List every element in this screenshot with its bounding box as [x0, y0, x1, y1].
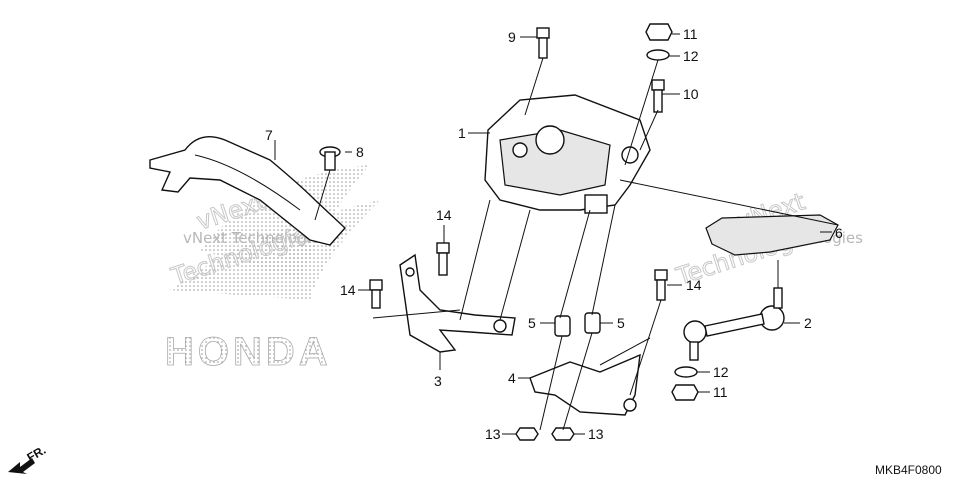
callout-14-left: 14 [340, 282, 356, 298]
part-13-nut-b [551, 427, 575, 441]
callout-4: 4 [508, 370, 516, 386]
callout-6: 6 [835, 225, 843, 241]
leader-lines [274, 33, 839, 435]
callout-7: 7 [265, 127, 273, 143]
callout-3: 3 [434, 373, 442, 389]
callout-5b: 5 [617, 315, 625, 331]
callout-8: 8 [356, 144, 364, 160]
callout-13-right: 13 [588, 426, 604, 442]
part-6-cover [705, 214, 839, 256]
part-3-bracket [399, 253, 516, 353]
part-1-main-unit [484, 94, 651, 214]
part-13-nut-a [515, 427, 539, 441]
callout-13-left: 13 [485, 426, 501, 442]
part-14-bolt-a [436, 242, 450, 276]
callout-11-bottom: 11 [713, 384, 728, 400]
callout-14-right: 14 [686, 277, 702, 293]
callout-11-top: 11 [683, 26, 698, 42]
part-5-spacer-b [584, 312, 601, 334]
front-arrow-icon [8, 458, 35, 474]
callout-5a: 5 [528, 315, 536, 331]
callout-2: 2 [804, 315, 812, 331]
part-9-bolt [536, 27, 550, 59]
callout-10: 10 [683, 86, 699, 102]
part-11-nut-top [645, 23, 673, 41]
part-12-washer-bottom [674, 366, 698, 378]
front-direction-indicator: FR. [8, 443, 48, 474]
diagram-code: MKB4F0800 [875, 463, 942, 477]
part-8-bolt [319, 146, 341, 171]
part-4-lower-bracket [529, 353, 641, 416]
part-14-bolt-c [654, 269, 668, 301]
callout-12-top: 12 [683, 48, 699, 64]
callouts: 1 2 3 4 5 5 6 7 8 9 10 11 11 12 12 13 13… [265, 26, 843, 442]
watermark-text-left: vNext Technologies [183, 229, 328, 247]
part-11-nut-bottom [671, 384, 699, 401]
part-5-spacer-a [554, 315, 571, 337]
callout-1: 1 [458, 125, 466, 141]
part-7-cover [149, 136, 346, 246]
callout-9: 9 [508, 29, 516, 45]
callout-12-bottom: 12 [713, 364, 729, 380]
honda-watermark: HONDA [165, 165, 380, 374]
part-10-bolt [651, 79, 665, 113]
part-2-rod [683, 287, 785, 361]
part-14-bolt-b [369, 279, 383, 309]
honda-brand-text: HONDA [165, 330, 332, 374]
part-12-washer-top [646, 49, 670, 61]
callout-14-top: 14 [436, 207, 452, 223]
